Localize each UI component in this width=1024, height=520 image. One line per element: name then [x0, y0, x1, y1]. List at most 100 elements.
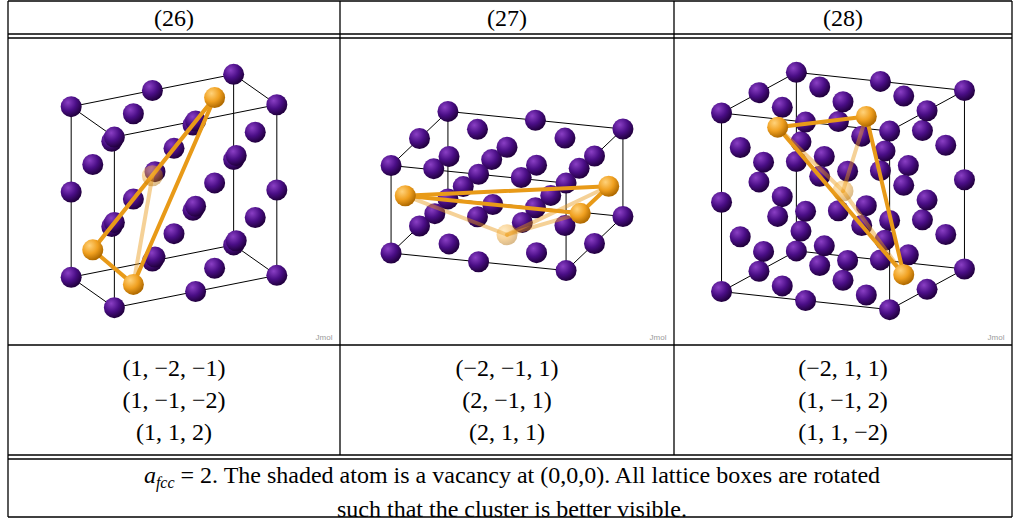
table-rule — [339, 1, 340, 455]
lattice-atom — [856, 284, 877, 305]
lattice-atom — [204, 258, 225, 279]
box-edge — [622, 129, 623, 216]
lattice-box — [711, 62, 975, 320]
lattice-atom — [917, 190, 938, 211]
cluster-atom — [82, 239, 103, 260]
lattice-atom — [954, 258, 975, 279]
lattice-atom — [82, 154, 103, 175]
coordinate-triple: (1, −2, −1) — [122, 356, 225, 380]
table-rule — [8, 0, 1012, 1]
coordinate-triple: (1, 1, 2) — [136, 420, 212, 444]
box-edge — [391, 166, 392, 253]
column-number: (28) — [823, 6, 863, 30]
lattice-atom — [833, 270, 854, 291]
lattice-atom — [185, 196, 206, 217]
table-rule — [8, 344, 1012, 345]
lattice-atom — [245, 207, 266, 228]
caption-text: = 2. The shaded atom is a vacancy at (0,… — [175, 462, 881, 520]
coordinate-triple: (−2, −1, 1) — [455, 356, 558, 380]
coordinate-triple: (−2, 1, 1) — [798, 356, 888, 380]
lattice-atom — [245, 122, 266, 143]
lattice-atom — [612, 206, 633, 227]
lattice-atom — [748, 82, 769, 103]
lattice-atom — [772, 186, 793, 207]
column-number: (27) — [487, 6, 527, 30]
cluster-atom — [893, 264, 914, 285]
cluster-atom — [123, 274, 144, 295]
lattice-atom — [266, 94, 287, 115]
table-rule — [8, 454, 1012, 455]
lattice-atom — [711, 103, 732, 124]
lattice-atom — [917, 279, 938, 300]
lattice-atom — [525, 110, 546, 131]
lattice-atom — [711, 192, 732, 213]
lattice-atom — [104, 297, 125, 318]
table-rule — [673, 1, 674, 455]
vacancy-atom — [497, 224, 518, 245]
lattice-atom — [954, 80, 975, 101]
lattice-atom — [556, 260, 577, 281]
cluster-bond — [405, 196, 580, 214]
table-rule — [1011, 1, 1012, 517]
lattice-atom — [935, 135, 956, 156]
lattice-box — [61, 64, 288, 318]
coordinate-triple: (2, −1, 1) — [462, 388, 552, 412]
cluster-bond — [843, 116, 866, 191]
lattice-atom — [612, 118, 633, 139]
lattice-atom — [917, 100, 938, 121]
lattice-atom — [912, 120, 933, 141]
lattice-atom — [226, 145, 247, 166]
cluster-atom — [767, 117, 788, 138]
lattice-atom — [164, 223, 185, 244]
lattice-atom — [381, 155, 402, 176]
lattice-atom — [809, 255, 830, 276]
column-number: (26) — [154, 6, 194, 30]
lattice-atom — [879, 299, 900, 320]
lattice-atom — [468, 251, 489, 272]
cluster-bond — [93, 98, 215, 250]
lattice-atom — [467, 119, 488, 140]
cluster-atom — [856, 106, 877, 127]
lattice-atom — [381, 243, 402, 264]
lattice-atom — [185, 281, 206, 302]
lattice-atom — [730, 226, 751, 247]
lattice-atom — [526, 155, 547, 176]
lattice-atom — [893, 175, 914, 196]
lattice-atom — [870, 71, 891, 92]
lattice-atom — [61, 96, 82, 117]
table-rule — [8, 37, 1012, 38]
cluster-atom — [204, 87, 225, 108]
lattice-atom — [837, 250, 858, 271]
cluster-bond — [133, 176, 152, 285]
cluster-atom — [395, 185, 416, 206]
lattice-atom — [266, 180, 287, 201]
lattice-atom — [497, 137, 518, 158]
lattice-atom — [790, 221, 811, 242]
watermark: Jmol — [988, 334, 1005, 342]
cluster-bond — [133, 98, 214, 285]
caption-line: afcc = 2. The shaded atom is a vacancy a… — [142, 462, 882, 520]
coordinate-triple: (1, −1, 2) — [798, 388, 888, 412]
lattice-atom — [753, 241, 774, 262]
lattice-atom — [584, 146, 605, 167]
cluster-bond — [866, 116, 903, 274]
coordinate-triple: (1, 1, −2) — [798, 420, 888, 444]
lattice-atom — [954, 169, 975, 190]
lattice-atom — [809, 77, 830, 98]
lattice-atom — [584, 233, 605, 254]
cluster-bond — [405, 186, 608, 195]
lattice-atom — [439, 146, 460, 167]
lattice-atom — [123, 103, 144, 124]
lattice-atom — [795, 201, 816, 222]
cluster-atom — [570, 203, 591, 224]
lattice-box — [381, 101, 634, 281]
lattice-atom — [814, 235, 835, 256]
lattice-atom — [409, 128, 430, 149]
lattice-atom — [772, 97, 793, 118]
lattice-atom — [266, 265, 287, 286]
lattice-atom — [142, 80, 163, 101]
watermark: Jmol — [316, 334, 333, 342]
lattice-atom — [204, 172, 225, 193]
